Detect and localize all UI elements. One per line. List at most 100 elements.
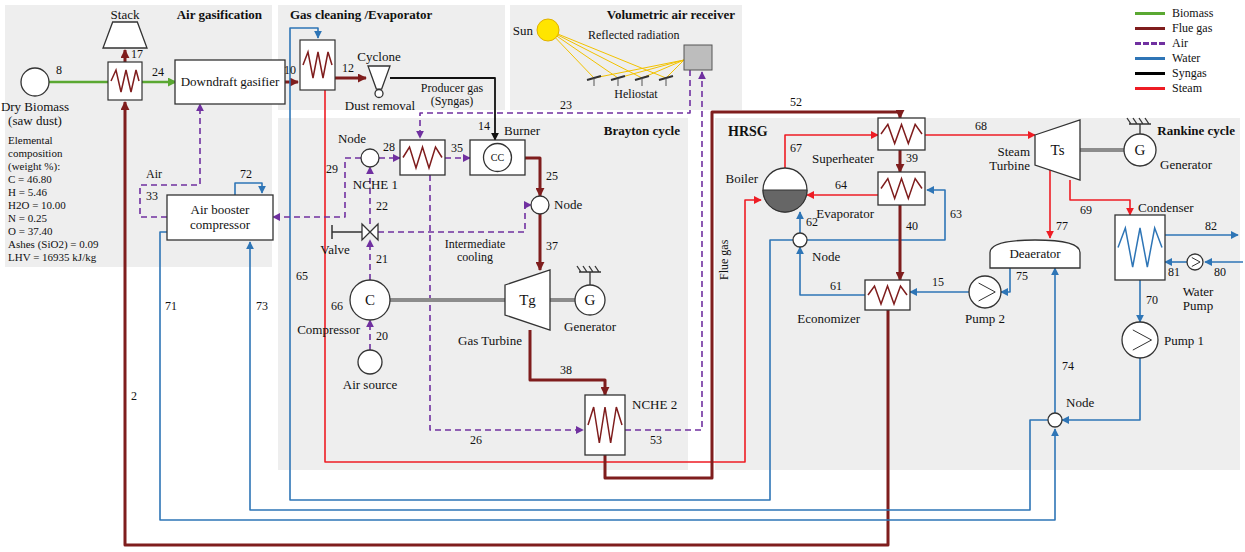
callout-number: 8 (56, 64, 62, 77)
component-circle: Air source (358, 350, 382, 374)
legend-swatch (1135, 87, 1165, 90)
callout-number: 15 (932, 276, 944, 289)
annotation-label: H2O = 10.00 (8, 199, 66, 211)
annotation-label: Elemental (8, 134, 53, 146)
exchanger-coil (111, 70, 139, 92)
receiver-box (684, 45, 712, 70)
component-circle: GGenerator (1124, 134, 1156, 166)
shaft-line (550, 298, 575, 302)
turbine-symbol: TgGas Turbine (505, 270, 550, 330)
callout-number: 77 (1056, 220, 1068, 233)
node-label: G (585, 292, 596, 309)
node-label: Boiler (726, 172, 759, 186)
stack-chimney: Stack (103, 22, 147, 48)
region-panel: CycloneDust removalGas cleaning /Evapora… (278, 5, 505, 110)
callout-number: 53 (650, 434, 662, 447)
pump-symbol (1187, 254, 1203, 270)
legend-swatch (1135, 12, 1165, 15)
node-label: G (1135, 142, 1146, 159)
air-pipe (430, 175, 583, 430)
region-ground (278, 5, 505, 110)
node-label: CC (491, 152, 504, 163)
junction-node (1048, 413, 1062, 427)
node-label: Generator (564, 320, 616, 334)
node-label: Gas Turbine (458, 334, 522, 348)
heat-exchanger (878, 172, 925, 205)
annotation-label: Producer gas (Syngas) (409, 82, 495, 108)
node-label: Steam Turbine (976, 145, 1030, 174)
callout-number: 23 (560, 99, 572, 112)
annotation-label: Air (146, 168, 162, 181)
flow-connector (378, 205, 531, 232)
node-label: Compressor (297, 323, 360, 337)
biomass-pipe (49, 81, 108, 84)
callout-number: 10 (284, 64, 296, 77)
annotation-label: Heliostat (614, 88, 657, 101)
region-panel: SuperheaterEvaporatorBoilerEconomizerNod… (715, 118, 1240, 470)
annotation-label: Flue gas (718, 240, 731, 280)
callout-number: 25 (546, 170, 558, 183)
annotation-label: HRSG (728, 124, 768, 139)
shaft-line (390, 298, 505, 302)
legend-label: Steam (1172, 81, 1202, 95)
flow-connector (785, 135, 878, 168)
flow-connector (530, 330, 605, 395)
sun-symbol: Sun (537, 19, 559, 41)
callout-number: 63 (950, 208, 962, 221)
callout-number: 80 (1214, 266, 1226, 279)
node-label: Air booster compressor (170, 203, 270, 232)
cyclone-separator: CycloneDust removal (368, 66, 390, 98)
heat-exchanger (108, 62, 142, 100)
water-pipe (1165, 234, 1238, 236)
callout-number: 68 (975, 120, 987, 133)
ground-symbol (1127, 118, 1151, 134)
condenser-box: Condenser (1115, 215, 1165, 280)
callout-number: 21 (376, 253, 388, 266)
callout-number: 52 (790, 96, 802, 109)
callout-number: 22 (376, 200, 388, 213)
flue-pipe (125, 102, 888, 545)
boiler-drum: Boiler (763, 168, 807, 212)
flow-connector (445, 157, 470, 159)
node-label: Water Pump (1175, 285, 1221, 314)
annotation-label: Intermediate cooling (435, 238, 515, 264)
flue-pipe (124, 50, 127, 62)
flow-connector (369, 320, 371, 350)
annotation-label: composition (8, 147, 62, 159)
annotation-label: LHV = 16935 kJ/kg (8, 251, 96, 263)
node-label: Superheater (812, 152, 874, 166)
flow-connector (525, 158, 540, 196)
combustion-chamber: BurnerCC (470, 140, 525, 175)
turbine-symbol: TsSteam Turbine (1035, 120, 1080, 180)
water-pipe (1205, 261, 1243, 263)
callout-number: 62 (806, 216, 818, 229)
syngas-pipe (335, 77, 366, 80)
callout-number: 12 (342, 62, 354, 75)
callout-number: 20 (376, 330, 388, 343)
callout-number: 37 (546, 240, 558, 253)
callout-number: 28 (383, 141, 395, 154)
component-circle: CCompressor (350, 280, 390, 320)
cyclone-separator (368, 66, 390, 98)
stack-chimney (103, 22, 147, 48)
node-label: NCHE 2 (632, 398, 677, 412)
node-label: Node (338, 132, 366, 146)
legend-label: Air (1172, 36, 1188, 50)
node-label: NCHE 1 (353, 178, 398, 192)
exchanger-coil (303, 52, 332, 78)
flow-connector (799, 212, 801, 233)
callout-number: 2 (131, 390, 137, 403)
node-label: Stack (111, 8, 140, 22)
flow-connector (807, 194, 878, 196)
junction-node: Node (793, 233, 807, 247)
node-label: C (365, 292, 375, 309)
callout-number: 67 (790, 142, 802, 155)
node-label: Node (554, 198, 582, 212)
callout-number: 75 (1016, 270, 1028, 283)
callout-number: 69 (1080, 204, 1092, 217)
callout-number: 14 (478, 120, 490, 133)
flow-connector (910, 291, 969, 293)
node-label: Node (812, 250, 840, 264)
valve-handle (332, 225, 362, 239)
annotation-label: Ashes (SiO2) = 0.09 (8, 238, 99, 250)
